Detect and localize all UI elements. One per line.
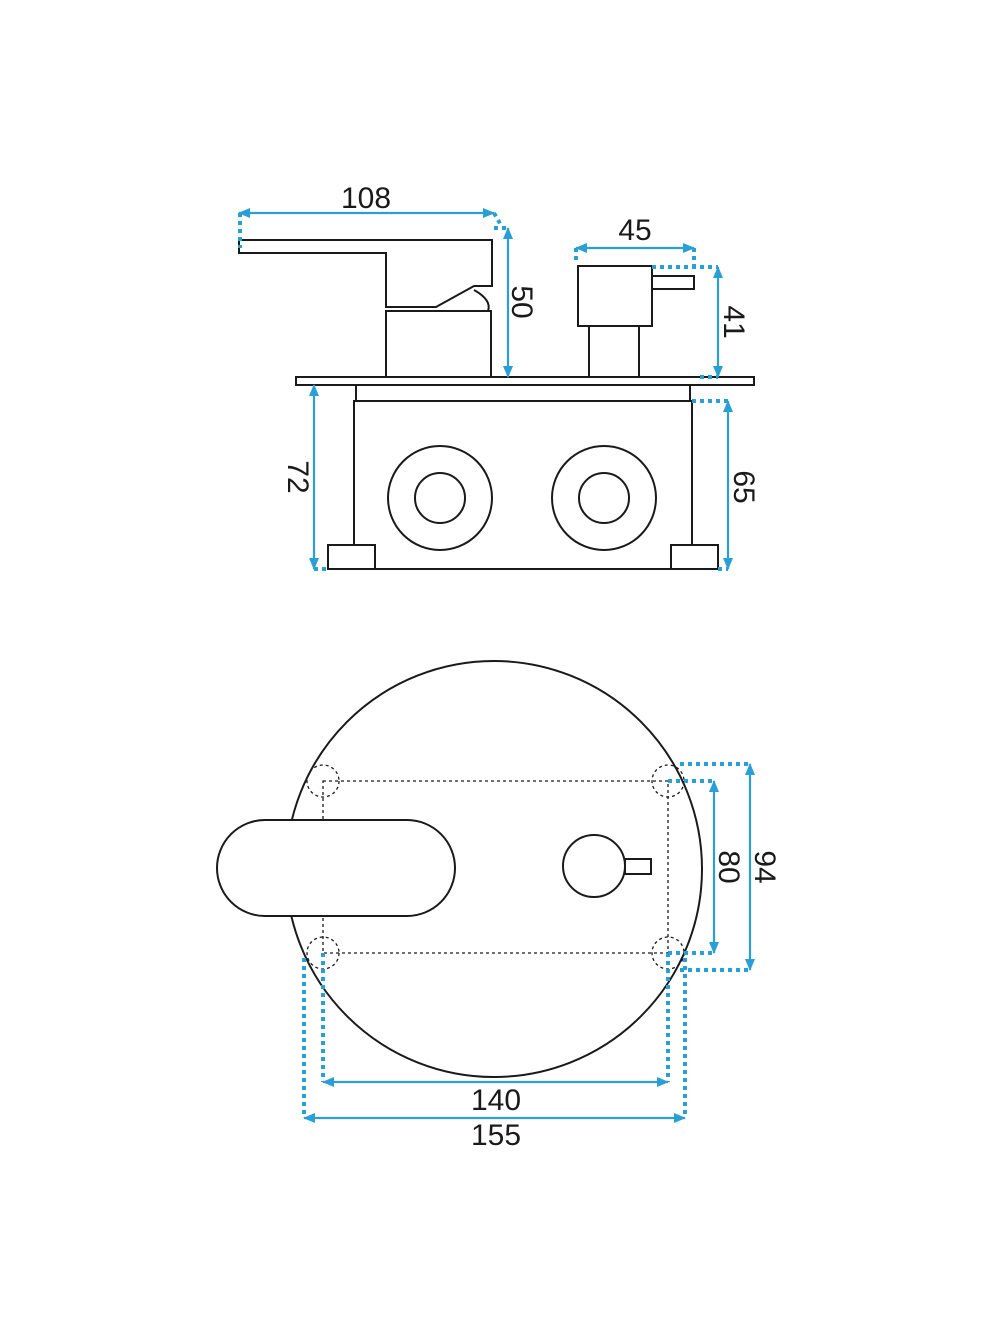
outlet-port-left-inner — [414, 472, 466, 524]
dimension-mount-width-outer: 155 — [302, 958, 687, 1152]
diverter-stem — [588, 325, 640, 378]
lever-stem — [385, 310, 492, 378]
dimension-label-mount-width-outer: 155 — [471, 1119, 521, 1152]
hidden-fixing-top-left — [306, 764, 340, 798]
dimension-label-mount-height-outer: 94 — [748, 850, 781, 883]
dimension-mount-width-inner: 140 — [321, 953, 670, 1117]
dimension-label-lever-height: 50 — [505, 285, 538, 318]
lever-cam — [473, 289, 490, 312]
dimension-diverter-height: 41 — [652, 265, 750, 379]
oval-lever-handle — [216, 819, 456, 917]
side-view: 108 50 45 41 72 — [238, 182, 760, 571]
dimension-label-body-depth: 65 — [727, 470, 760, 503]
diverter-pin — [651, 275, 695, 290]
mounting-foot-right — [670, 544, 719, 570]
outlet-port-right-inner — [578, 472, 630, 524]
dimension-label-diverter-height: 41 — [717, 305, 750, 338]
dimension-label-body-depth-total: 72 — [281, 460, 314, 493]
dimension-mount-height-inner: 80 — [668, 779, 745, 955]
dimension-label-mount-width-inner: 140 — [471, 1084, 521, 1117]
dimension-mount-height-outer: 94 — [680, 762, 781, 972]
dimension-label-diverter-width: 45 — [618, 214, 651, 247]
outlet-port-left-outer — [387, 445, 493, 551]
lever-handle — [238, 239, 493, 308]
dimension-label-mount-height-inner: 80 — [712, 850, 745, 883]
front-view: 80 94 140 155 — [216, 660, 781, 1152]
diverter-knob-front — [562, 834, 626, 898]
wall-plate — [295, 376, 755, 386]
mounting-foot-left — [327, 544, 376, 570]
diverter-knob — [577, 265, 653, 327]
dimension-lever-length: 108 — [238, 182, 504, 248]
diverter-pin-front — [624, 858, 652, 875]
plate-collar — [355, 384, 691, 402]
outlet-port-right-outer — [551, 445, 657, 551]
dimension-lever-height: 50 — [494, 226, 538, 378]
dimension-body-depth-total: 72 — [281, 384, 328, 571]
dimension-body-depth: 65 — [692, 399, 760, 571]
dimension-diverter-width: 45 — [574, 214, 696, 268]
concealed-body — [353, 400, 693, 570]
dimension-label-lever-length: 108 — [341, 182, 391, 215]
